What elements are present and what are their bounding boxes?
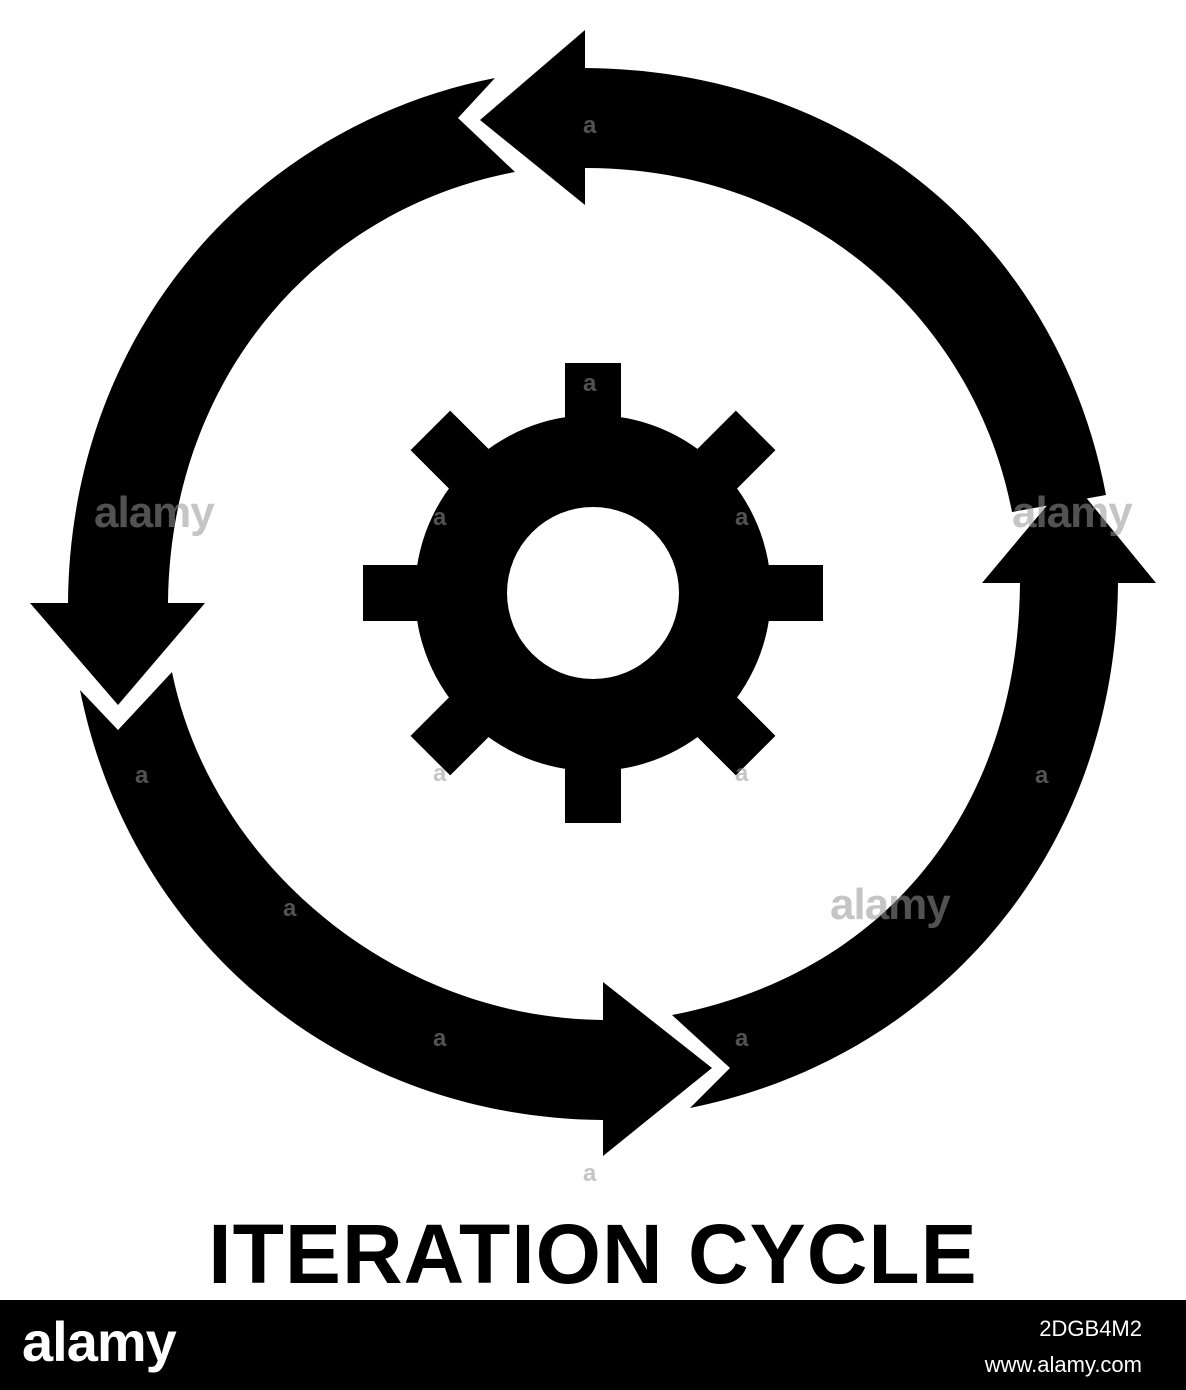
arrow-right	[672, 478, 1156, 1108]
iteration-cycle-icon	[30, 30, 1156, 1156]
arrow-top	[480, 30, 1106, 512]
image-id: 2DGB4M2	[1039, 1316, 1142, 1341]
gear-icon	[363, 363, 823, 823]
alamy-logo: alamy	[22, 1310, 177, 1373]
caption-title: ITERATION CYCLE	[208, 1207, 978, 1301]
arrow-bottom	[80, 672, 712, 1156]
arrow-left	[30, 78, 515, 705]
footer-bar: alamy 2DGB4M2 www.alamy.com	[0, 1300, 1186, 1390]
cycle-arrows-icon	[30, 30, 1156, 1156]
footer-url: www.alamy.com	[984, 1352, 1142, 1377]
